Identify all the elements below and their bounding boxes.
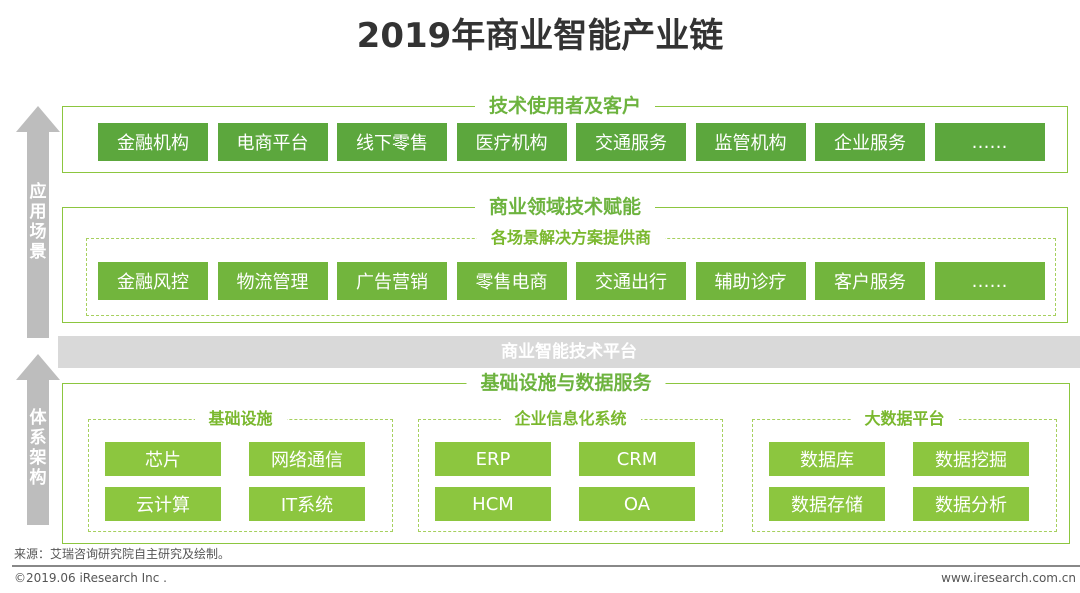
solution-item: 物流管理 (217, 262, 328, 300)
group-title: 各场景解决方案提供商 (476, 227, 666, 249)
group-title: 企业信息化系统 (500, 408, 641, 430)
user-item: 企业服务 (815, 123, 925, 161)
solution-item: 客户服务 (815, 262, 925, 300)
infra-item: 云计算 (105, 487, 221, 521)
infra-item: 数据库 (769, 442, 885, 476)
infra-item: CRM (579, 442, 695, 476)
layer-users-box: 技术使用者及客户 (62, 95, 1068, 173)
copyright: ©2019.06 iResearch Inc . (14, 571, 167, 585)
infra-group: 大数据平台 (752, 408, 1057, 532)
layer-enablement-box: 商业领域技术赋能 各场景解决方案提供商 (62, 196, 1068, 323)
source-note: 来源：艾瑞咨询研究院自主研究及绘制。 (14, 547, 231, 561)
user-item: …… (934, 123, 1045, 161)
axis-label-application: 应用场景 (29, 182, 47, 262)
page-title: 2019年商业智能产业链 (356, 16, 724, 56)
solution-item: …… (934, 262, 1045, 300)
arrow-shaft (27, 379, 49, 525)
layer-title: 基础设施与数据服务 (466, 372, 666, 394)
infra-item: 网络通信 (249, 442, 365, 476)
solution-item: 广告营销 (337, 262, 447, 300)
layer-infrastructure-box: 基础设施与数据服务 (62, 372, 1070, 544)
user-item: 医疗机构 (456, 123, 567, 161)
infra-item: 芯片 (105, 442, 221, 476)
user-item: 线下零售 (337, 123, 447, 161)
user-item: 金融机构 (98, 123, 208, 161)
infra-item: 数据存储 (769, 487, 885, 521)
user-item: 监管机构 (695, 123, 806, 161)
layer-title: 技术使用者及客户 (474, 95, 656, 117)
infra-item: 数据分析 (913, 487, 1029, 521)
solution-item: 零售电商 (456, 262, 567, 300)
footer-divider (12, 565, 1080, 567)
solution-item: 金融风控 (98, 262, 208, 300)
solution-item: 交通出行 (576, 262, 686, 300)
arrow-up-icon (16, 354, 60, 380)
infra-item: OA (579, 487, 695, 521)
user-item: 电商平台 (217, 123, 328, 161)
solution-item: 辅助诊疗 (695, 262, 806, 300)
solution-providers-group: 各场景解决方案提供商 (86, 227, 1056, 316)
platform-bar: 商业智能技术平台 (58, 336, 1080, 368)
layer-title: 商业领域技术赋能 (474, 196, 656, 218)
arrow-shaft (27, 131, 49, 338)
user-item: 交通服务 (576, 123, 686, 161)
group-title: 大数据平台 (850, 408, 959, 430)
infra-item: 数据挖掘 (913, 442, 1029, 476)
infra-item: IT系统 (249, 487, 365, 521)
infra-item: HCM (435, 487, 551, 521)
website-url: www.iresearch.com.cn (941, 571, 1076, 585)
infra-group: 基础设施 (88, 408, 393, 532)
axis-label-architecture: 体系架构 (29, 408, 47, 488)
group-title: 基础设施 (194, 408, 287, 430)
infra-group: 企业信息化系统 (418, 408, 723, 532)
infra-item: ERP (435, 442, 551, 476)
arrow-up-icon (16, 106, 60, 132)
